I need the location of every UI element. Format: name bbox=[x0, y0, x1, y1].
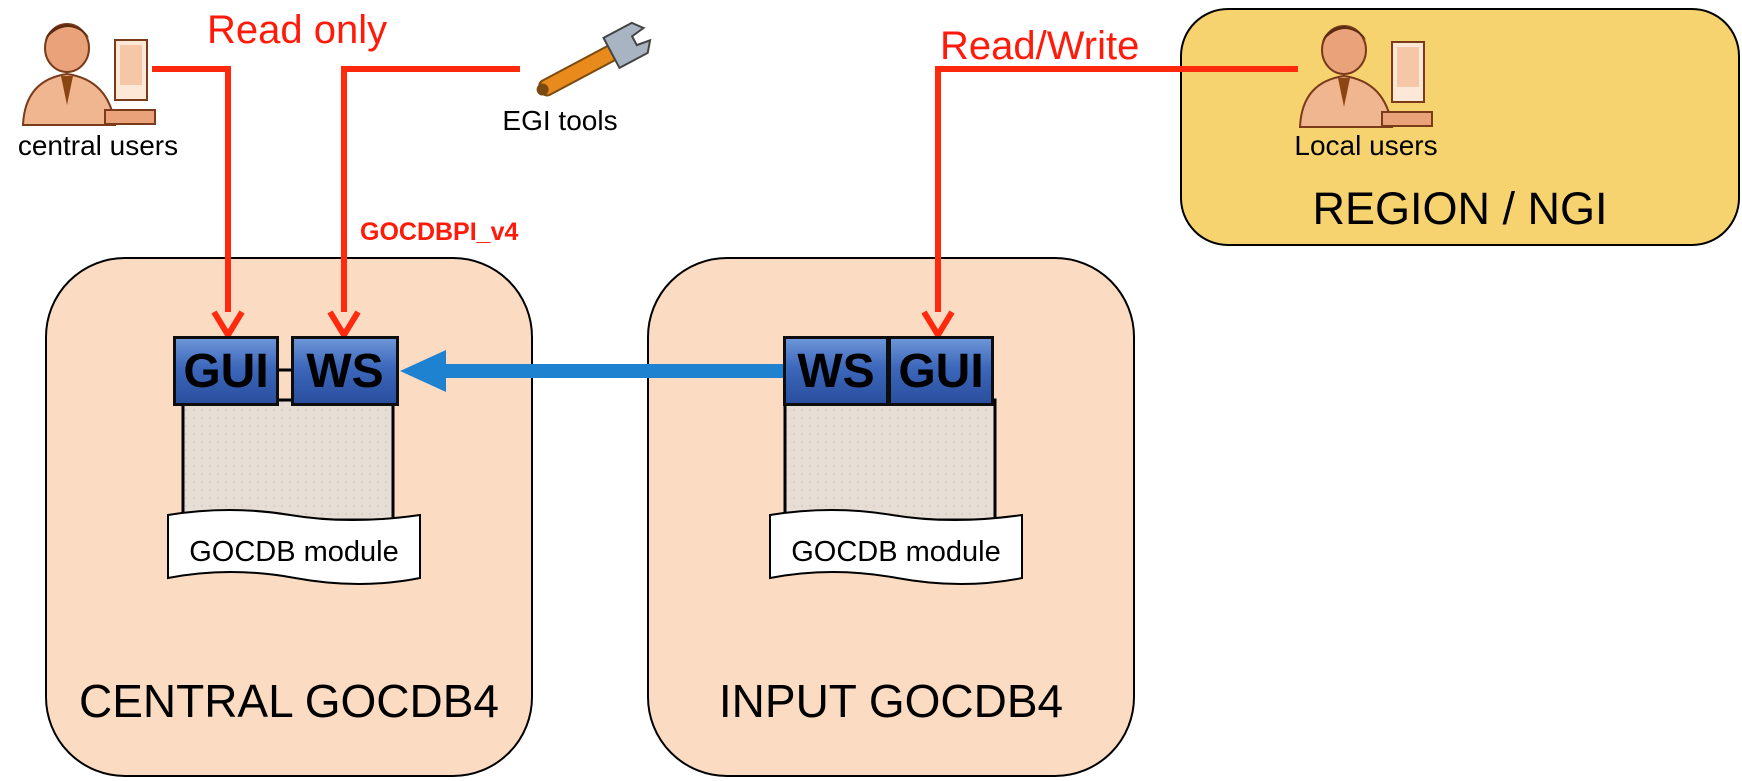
central-module-label: GOCDB module bbox=[189, 536, 399, 568]
region-ngi-panel: REGION / NGI bbox=[1180, 8, 1740, 246]
egi-tools-label: EGI tools bbox=[502, 105, 618, 136]
gocdbpi-v4-label: GOCDBPI_v4 bbox=[360, 218, 519, 246]
central-users-access-line bbox=[152, 66, 245, 338]
egi-tools-wrench-icon bbox=[536, 21, 652, 97]
input-module-document bbox=[769, 509, 1023, 585]
central-users-label: central users bbox=[17, 130, 179, 161]
input-database bbox=[783, 398, 997, 522]
sync-arrow bbox=[400, 350, 786, 392]
central-database bbox=[181, 398, 395, 522]
central-ws-component[interactable]: WS bbox=[291, 336, 399, 406]
read-write-label: Read/Write bbox=[940, 24, 1140, 68]
central-users-icon bbox=[21, 23, 156, 126]
central-gocdb4-panel: CENTRAL GOCDB4 bbox=[45, 257, 533, 777]
central-module-document bbox=[167, 509, 421, 585]
local-users-label: Local users bbox=[1294, 130, 1438, 161]
input-gui-component[interactable]: GUI bbox=[888, 336, 994, 406]
input-module-label: GOCDB module bbox=[791, 536, 1001, 568]
central-gui-component[interactable]: GUI bbox=[173, 336, 279, 406]
egi-tools-access-line bbox=[327, 66, 520, 338]
local-users-access-line bbox=[921, 66, 1298, 338]
central-gocdb4-label: CENTRAL GOCDB4 bbox=[78, 675, 500, 727]
read-only-label: Read only bbox=[207, 8, 388, 52]
region-ngi-label: REGION / NGI bbox=[1312, 183, 1608, 234]
input-gocdb4-label: INPUT GOCDB4 bbox=[718, 675, 1064, 727]
input-ws-component[interactable]: WS bbox=[783, 336, 889, 406]
local-users-icon bbox=[1298, 25, 1433, 128]
